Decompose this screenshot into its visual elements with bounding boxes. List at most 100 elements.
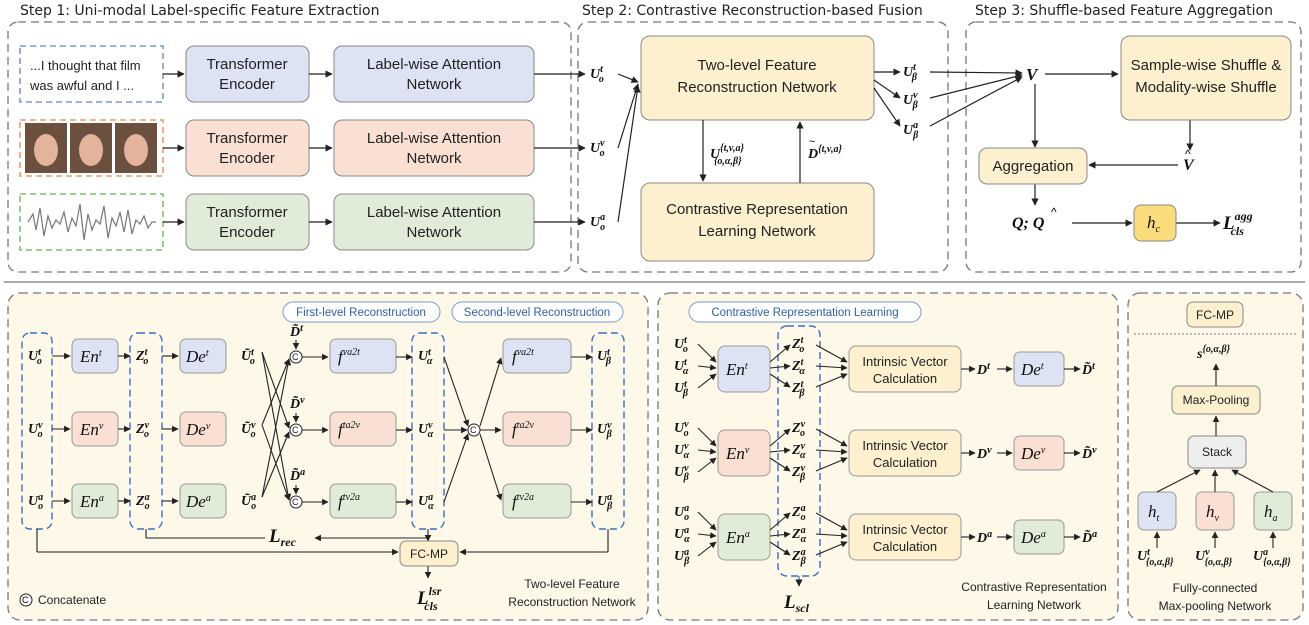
attention-label-2: Network xyxy=(406,150,462,167)
encoder-label-1: Transformer xyxy=(206,204,287,221)
svg-text:Uvβ: Uvβ xyxy=(674,463,690,483)
panel1-blocks xyxy=(71,338,572,519)
svg-text:Det: Det xyxy=(185,347,209,366)
stack-box: Stack xyxy=(1187,435,1247,469)
svg-text:Zao: Zao xyxy=(791,503,806,523)
attention-label-1: Label-wise Attention xyxy=(367,130,501,147)
v-hat-symbol: V xyxy=(1183,157,1195,174)
aggregation-label: Aggregation xyxy=(993,158,1074,175)
panel2-arrows xyxy=(697,343,1081,557)
attention-label-1: Label-wise Attention xyxy=(367,56,501,73)
attention-label-1: Label-wise Attention xyxy=(367,204,501,221)
svg-text:Env: Env xyxy=(79,420,104,439)
svg-text:Uaβ: Uaβ xyxy=(597,492,613,512)
audio-input-box xyxy=(19,193,164,251)
tilde-icon: ~ xyxy=(809,136,815,148)
v-symbol: V xyxy=(1026,65,1039,84)
z-bracket xyxy=(777,325,821,577)
svg-text:Zvβ: Zvβ xyxy=(791,463,806,483)
svg-text:Utα: Utα xyxy=(418,347,433,367)
shuffle-box: Sample-wise Shuffle & Modality-wise Shuf… xyxy=(1120,35,1292,121)
hc-box: hc xyxy=(1133,204,1177,242)
svg-text:Ztα: Ztα xyxy=(791,357,805,377)
svg-text:C: C xyxy=(292,352,299,362)
pill-first-level xyxy=(282,301,441,323)
svg-text:Dea: Dea xyxy=(185,492,211,511)
hc-label: hc xyxy=(1147,213,1161,235)
ivc-label-1: Intrinsic Vector xyxy=(862,522,948,537)
recon-label-2: Reconstruction Network xyxy=(677,79,837,96)
contrast-label-1: Contrastive Representation xyxy=(666,201,848,218)
svg-text:Uaβ: Uaβ xyxy=(674,547,690,567)
attention-label-2: Network xyxy=(406,224,462,241)
beta-arrows xyxy=(873,68,1221,227)
step2-title: Step 2: Contrastive Reconstruction-based… xyxy=(582,3,923,19)
concat-legend-icon xyxy=(19,593,33,607)
pill-second-level-label: Second-level Reconstruction xyxy=(464,307,610,319)
loss-scl-label: Lscl xyxy=(783,592,810,615)
svg-text:Ena: Ena xyxy=(725,528,750,547)
pill-contrastive xyxy=(688,301,922,323)
waveform-image xyxy=(27,203,156,241)
svg-text:Ent: Ent xyxy=(79,347,102,366)
panel3-caption-2: Max-pooling Network xyxy=(1159,599,1273,613)
contrast-label-2: Learning Network xyxy=(698,223,816,240)
transformer-encoder-audio: Transformer Encoder xyxy=(185,193,310,251)
svg-text:Uao: Uao xyxy=(674,503,689,523)
svg-text:Det: Det xyxy=(1020,360,1044,379)
svg-text:Ũvo: Ũvo xyxy=(241,419,256,440)
ivc-label-2: Calculation xyxy=(873,455,937,470)
encoder-label-2: Encoder xyxy=(219,76,275,93)
svg-text:Ent: Ent xyxy=(725,360,748,379)
encoder-label-2: Encoder xyxy=(219,224,275,241)
encoder-label-2: Encoder xyxy=(219,150,275,167)
ivc-label-1: Intrinsic Vector xyxy=(862,438,948,453)
text-sample-line1: ...I thought that film xyxy=(30,58,141,73)
svg-text:Uvα: Uvα xyxy=(418,420,434,440)
face-frames-image xyxy=(25,123,157,173)
svg-text:Uao: Uao xyxy=(28,492,43,512)
svg-text:Dea: Dea xyxy=(1020,528,1046,547)
attention-label-2: Network xyxy=(406,76,462,93)
svg-text:Utβ: Utβ xyxy=(674,379,689,399)
d-tilde-label: D{t,v,a} xyxy=(807,144,842,162)
svg-text:Utα: Utα xyxy=(674,357,689,377)
svg-text:Uvβ: Uvβ xyxy=(597,420,613,440)
svg-text:Uaα: Uaα xyxy=(674,525,690,545)
step3-panel xyxy=(965,21,1302,273)
concat-legend-label: Concatenate xyxy=(38,593,106,607)
label-attention-audio: Label-wise Attention Network xyxy=(333,193,535,251)
pill-first-level-label: First-level Reconstruction xyxy=(296,307,426,319)
step2-arrows xyxy=(699,120,804,183)
encoder-label-1: Transformer xyxy=(206,130,287,147)
svg-text:Zto: Zto xyxy=(791,335,805,355)
concat-legend-glyph: C xyxy=(22,595,29,605)
shuffle-label-1: Sample-wise Shuffle & xyxy=(1131,57,1282,74)
panel2-blocks xyxy=(717,345,1065,561)
label-attention-video: Label-wise Attention Network xyxy=(333,119,535,177)
ivc-label-2: Calculation xyxy=(873,539,937,554)
pill-second-level xyxy=(451,301,624,323)
svg-text:Uvα: Uvα xyxy=(674,441,690,461)
contrastive-learning-box: Contrastive Representation Learning Netw… xyxy=(640,182,875,262)
step2-panel xyxy=(577,21,949,273)
s-output-label: s{o,α,β} xyxy=(1196,344,1231,362)
step1-arrows xyxy=(163,70,641,226)
q-symbol: Q; Q xyxy=(1012,215,1045,232)
maxpool-box: Max-Pooling xyxy=(1171,385,1261,415)
svg-text:Dev: Dev xyxy=(185,420,211,439)
svg-text:Utβ: Utβ xyxy=(597,347,612,367)
svg-text:C: C xyxy=(292,425,299,435)
label-attention-text: Label-wise Attention Network xyxy=(333,45,535,103)
svg-text:Ztβ: Ztβ xyxy=(791,379,805,399)
svg-text:C: C xyxy=(292,497,299,507)
panel1-caption-1: Two-level Feature xyxy=(524,577,620,591)
